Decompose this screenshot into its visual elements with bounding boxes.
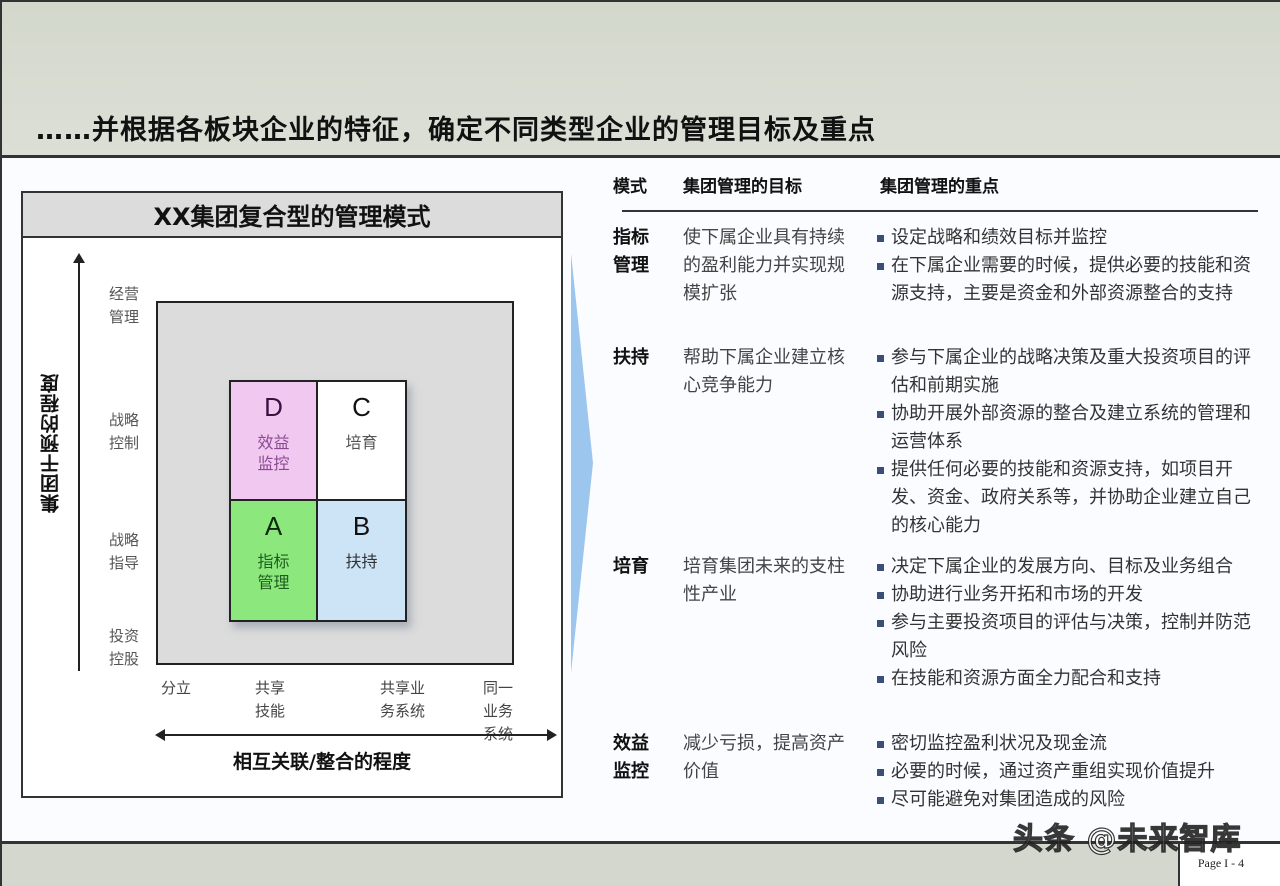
row-goal: 使下属企业具有持续的盈利能力并实现规模扩张	[683, 227, 845, 304]
y-axis-title: 集团干预的程度	[40, 373, 62, 513]
bullet-icon	[877, 411, 884, 418]
bullet-icon	[877, 592, 884, 599]
quadrant-label: 培育	[345, 433, 378, 452]
chevron-right-icon	[571, 253, 593, 673]
header-divider	[622, 210, 1258, 212]
x-tick-shared-skills: 共享 技能	[255, 679, 286, 720]
row-mode: 效益 监控	[613, 733, 649, 782]
list-item: 参与主要投资项目的评估与决策，控制并防范风险	[874, 609, 1262, 665]
y-tick-operational-management: 经营 管理	[109, 285, 140, 326]
y-tick-investment-holding: 投资 控股	[109, 627, 140, 668]
list-item: 设定战略和绩效目标并监控	[874, 224, 1262, 252]
bullet-icon	[877, 676, 884, 683]
row-focus-list: 密切监控盈利状况及现金流 必要的时候，通过资产重组实现价值提升 尽可能避免对集团…	[874, 730, 1262, 814]
list-item: 尽可能避免对集团造成的风险	[874, 786, 1262, 814]
bullet-icon	[877, 235, 884, 242]
row-focus-list: 决定下属企业的发展方向、目标及业务组合 协助进行业务开拓和市场的开发 参与主要投…	[874, 553, 1262, 693]
list-item: 参与下属企业的战略决策及重大投资项目的评估和前期实施	[874, 344, 1262, 400]
watermark: 头条 @未来智库	[1012, 821, 1242, 857]
footer-divider	[0, 841, 1280, 844]
row-mode: 指标 管理	[613, 227, 649, 276]
row-goal: 培育集团未来的支柱性产业	[683, 556, 845, 605]
y-axis-arrow-icon	[73, 253, 85, 263]
row-goal: 减少亏损，提高资产价值	[683, 733, 845, 782]
row-focus-list: 设定战略和绩效目标并监控 在下属企业需要的时候，提供必要的技能和资源支持，主要是…	[874, 224, 1262, 308]
column-header-goal: 集团管理的目标	[683, 177, 802, 197]
x-axis-title: 相互关联/整合的程度	[233, 751, 411, 773]
page-divider	[1178, 844, 1180, 886]
list-item: 决定下属企业的发展方向、目标及业务组合	[874, 553, 1262, 581]
management-model-diagram: XX集团复合型的管理模式 集团干预的程度 经营 管理 战略 控制 战略 指导 投…	[21, 191, 563, 798]
title-divider	[0, 155, 1280, 158]
list-item: 提供任何必要的技能和资源支持，如项目开发、资金、政府关系等，并协助企业建立自己的…	[874, 456, 1262, 540]
list-item: 密切监控盈利状况及现金流	[874, 730, 1262, 758]
quadrant-letter: D	[264, 392, 283, 422]
diagram-title: XX集团复合型的管理模式	[23, 193, 561, 238]
list-item: 协助进行业务开拓和市场的开发	[874, 581, 1262, 609]
quadrant-letter: C	[352, 392, 371, 422]
list-item: 在技能和资源方面全力配合和支持	[874, 665, 1262, 693]
list-item: 协助开展外部资源的整合及建立系统的管理和运营体系	[874, 400, 1262, 456]
quadrant-b: B 扶持	[318, 501, 405, 620]
row-mode: 扶持	[613, 347, 649, 368]
column-header-focus: 集团管理的重点	[880, 177, 999, 197]
row-goal: 帮助下属企业建立核心竞争能力	[683, 347, 845, 396]
quadrant-label: 效益 监控	[257, 433, 290, 473]
x-tick-independent: 分立	[161, 679, 192, 697]
row-mode: 培育	[613, 556, 649, 577]
bullet-icon	[877, 797, 884, 804]
y-tick-strategic-control: 战略 控制	[109, 411, 140, 452]
bullet-icon	[877, 564, 884, 571]
quadrant-label: 指标 管理	[257, 552, 290, 592]
x-axis-left-arrow-icon	[155, 729, 165, 741]
list-item: 在下属企业需要的时候，提供必要的技能和资源支持，主要是资金和外部资源整合的支持	[874, 252, 1262, 308]
slide-title: ……并根据各板块企业的特征，确定不同类型企业的管理目标及重点	[36, 115, 876, 146]
x-axis-right-arrow-icon	[547, 729, 557, 741]
bullet-icon	[877, 467, 884, 474]
quadrant-label: 扶持	[345, 552, 378, 571]
quadrant-letter: A	[264, 511, 283, 541]
quadrant-grid: D 效益 监控 C 培育 A 指标 管理 B 扶持	[229, 380, 407, 622]
x-tick-shared-business-systems: 共享业 务系统	[380, 679, 426, 720]
y-tick-strategic-guidance: 战略 指导	[109, 531, 140, 572]
y-axis	[78, 261, 80, 671]
column-header-mode: 模式	[613, 177, 647, 197]
bullet-icon	[877, 263, 884, 270]
quadrant-letter: B	[352, 511, 371, 541]
quadrant-a: A 指标 管理	[231, 501, 318, 620]
list-item: 必要的时候，通过资产重组实现价值提升	[874, 758, 1262, 786]
x-axis	[161, 734, 549, 736]
bullet-icon	[877, 620, 884, 627]
quadrant-c: C 培育	[318, 382, 405, 501]
title-band	[0, 0, 1280, 157]
footer-band	[0, 844, 1180, 886]
bullet-icon	[877, 741, 884, 748]
page-number: Page I - 4	[1197, 856, 1245, 870]
bullet-icon	[877, 769, 884, 776]
row-focus-list: 参与下属企业的战略决策及重大投资项目的评估和前期实施 协助开展外部资源的整合及建…	[874, 344, 1262, 540]
bullet-icon	[877, 355, 884, 362]
quadrant-d: D 效益 监控	[231, 382, 318, 501]
